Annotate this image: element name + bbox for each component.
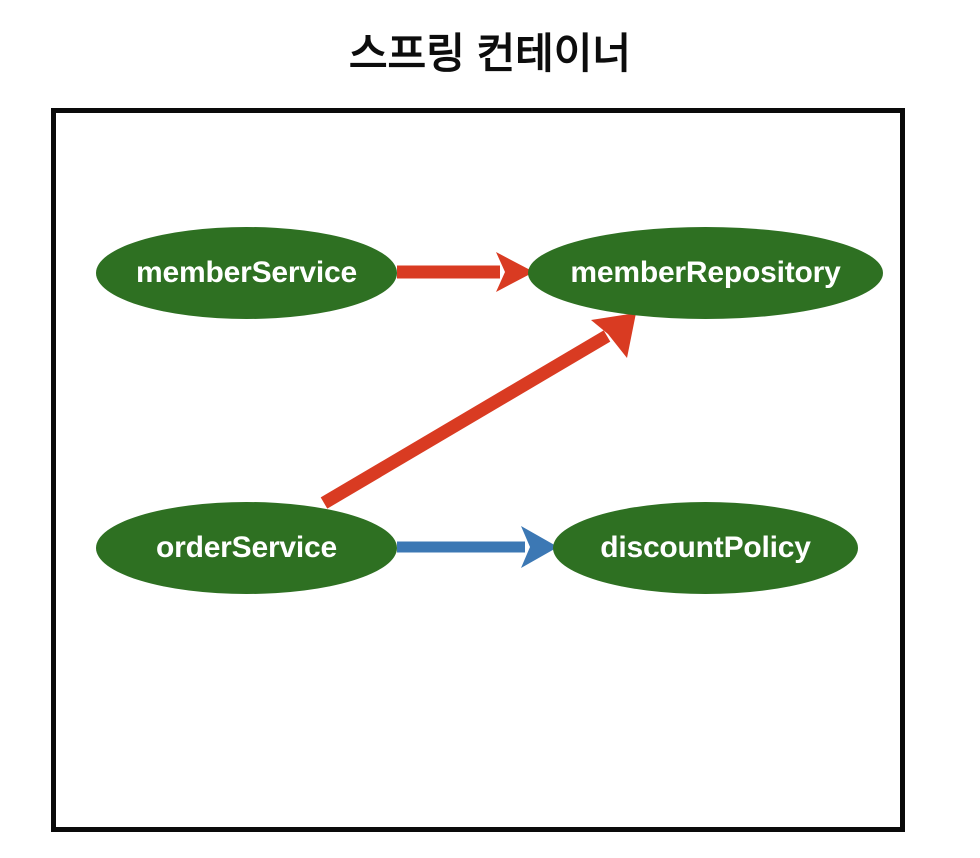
bean-node-orderService[interactable]: orderService [96, 502, 397, 594]
bean-label-memberService: memberService [136, 256, 357, 289]
page-title: 스프링 컨테이너 [348, 30, 632, 77]
bean-label-orderService: orderService [155, 531, 338, 564]
bean-label-memberRepository: memberRepository [570, 256, 841, 289]
bean-node-memberService[interactable]: memberService [96, 227, 397, 319]
spring-container-box [51, 108, 905, 832]
bean-node-discountPolicy[interactable]: discountPolicy [553, 502, 858, 594]
bean-node-memberRepository[interactable]: memberRepository [528, 227, 883, 319]
bean-label-discountPolicy: discountPolicy [600, 531, 811, 564]
